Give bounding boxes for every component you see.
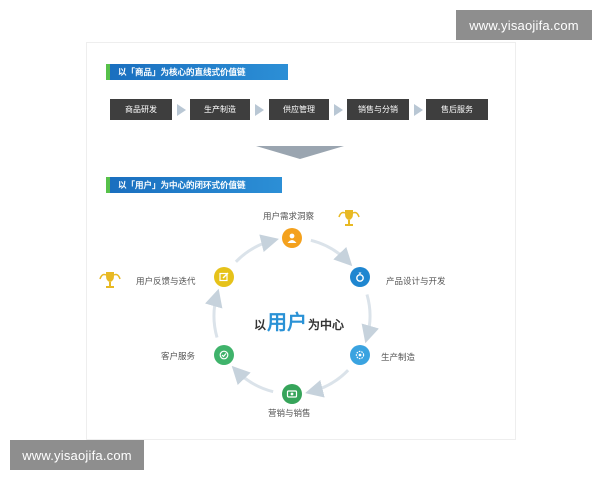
trophy-icon <box>338 210 360 226</box>
chain-step: 商品研发 <box>110 99 172 120</box>
chain-arrow <box>255 104 264 116</box>
loop-node <box>282 228 302 248</box>
chain-step: 售后服务 <box>426 99 488 120</box>
chain-arrow <box>334 104 343 116</box>
chain-step: 供应管理 <box>269 99 329 120</box>
loop-arc <box>234 234 279 263</box>
loop-node-label: 营销与销售 <box>268 409 311 419</box>
loop-node-label: 生产制造 <box>381 353 416 363</box>
loop-node <box>214 267 235 287</box>
linear-chain-title: 以「商品」为核心的直线式价值链 <box>106 64 288 80</box>
chain-arrow <box>414 104 423 116</box>
user-icon <box>286 232 298 244</box>
center-prefix: 以 <box>253 318 266 332</box>
gear-icon <box>354 349 366 361</box>
watermark-top: www.yisaojifa.com <box>456 10 592 40</box>
edit-icon <box>218 271 230 283</box>
center-highlight: 用户 <box>267 310 307 334</box>
loop-node <box>349 345 370 365</box>
loop-node <box>349 267 370 287</box>
loop-arc <box>305 369 350 398</box>
loop-center-text: 以 用户 为中心 <box>240 306 358 334</box>
ring-icon <box>354 271 366 283</box>
loop-node <box>214 345 235 365</box>
loop-node-label: 用户反馈与迭代 <box>136 277 196 287</box>
transition-arrow <box>256 146 344 159</box>
watermark-bottom: www.yisaojifa.com <box>10 440 144 470</box>
trophy-icon <box>99 272 121 288</box>
chain-step: 销售与分销 <box>347 99 409 120</box>
loop-arc <box>205 288 223 338</box>
service-icon <box>218 349 230 361</box>
money-icon <box>286 388 298 400</box>
loop-node-label: 产品设计与开发 <box>386 277 446 287</box>
chain-arrow <box>177 104 186 116</box>
chain-step: 生产制造 <box>190 99 250 120</box>
center-suffix: 为中心 <box>308 318 345 332</box>
loop-node-label: 用户需求洞察 <box>263 212 315 222</box>
loop-node <box>282 384 302 404</box>
loop-arc <box>310 238 353 267</box>
closed-loop-title: 以「用户」为中心的闭环式价值链 <box>106 177 282 193</box>
loop-arc <box>231 365 274 394</box>
loop-arc <box>361 294 379 344</box>
loop-node-label: 客户服务 <box>161 352 196 362</box>
